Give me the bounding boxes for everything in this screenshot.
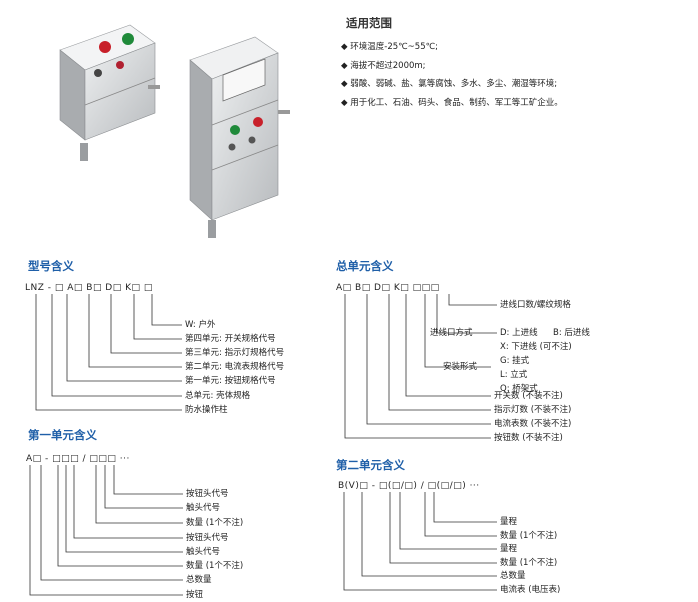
total-inlet-title: 进线口方式 — [430, 328, 473, 338]
unit1-label: 总数量 — [186, 575, 212, 585]
unit1-label: 触头代号 — [186, 503, 221, 513]
scope-title: 适用范围 — [346, 16, 392, 30]
total-mount-l: L: 立式 — [500, 370, 528, 380]
unit2-label: 电流表 (电压表) — [500, 585, 561, 595]
total-inlet-x: X: 下进线 (可不注) — [500, 342, 572, 352]
unit1-label: 按钮 — [186, 590, 204, 600]
total-thread: 进线口数/螺纹规格 — [500, 300, 571, 310]
model-label: 总单元: 壳体规格 — [185, 391, 251, 401]
unit2-title: 第二单元含义 — [336, 458, 405, 472]
unit1-code: A□ - □□□ / □□□ ··· — [26, 454, 130, 464]
model-title: 型号含义 — [28, 259, 74, 273]
unit1-label: 按钮头代号 — [186, 489, 229, 499]
scope-item: ◆ 环境温度-25℃~55℃; — [341, 42, 439, 52]
total-title: 总单元含义 — [336, 259, 394, 273]
total-mount-title: 安装形式 — [443, 362, 478, 372]
total-inlet-b: B: 后进线 — [553, 328, 590, 338]
scope-item: ◆ 用于化工、石油、码头、食品、制药、军工等工矿企业。 — [341, 97, 563, 108]
total-switch: 开关数 (不装不注) — [494, 391, 563, 401]
enclosure-small — [59, 24, 160, 161]
unit1-title: 第一单元含义 — [28, 428, 97, 442]
scope-list: ◆ 环境温度-25℃~55℃; ◆ 海拔不超过2000m; ◆ 弱酸、弱碱、盐、… — [341, 40, 563, 114]
model-label: 第二单元: 电流表规格代号 — [185, 362, 285, 372]
unit2-label: 数量 (1个不注) — [500, 531, 558, 541]
meter-icon — [222, 58, 266, 102]
model-label: 第四单元: 开关规格代号 — [185, 334, 276, 344]
model-label: 第三单元: 指示灯规格代号 — [185, 348, 285, 358]
unit2-code: B(V)□ - □(□/□) / □(□/□) ··· — [338, 481, 480, 491]
unit2-label: 量程 — [500, 517, 518, 527]
scope-item: ◆ 海拔不超过2000m; — [341, 60, 426, 71]
model-label: 防水操作柱 — [185, 405, 228, 415]
total-mount-q: Q: 桥架式 — [500, 384, 538, 394]
model-label: W: 户外 — [185, 320, 216, 330]
model-code: LNZ - □ A□ B□ D□ K□ □ — [25, 283, 153, 293]
scope-item: ◆ 弱酸、弱碱、盐、氯等腐蚀、多水、多尘、潮湿等环境; — [341, 79, 558, 89]
unit2-label: 总数量 — [500, 571, 526, 581]
unit1-label: 触头代号 — [186, 547, 221, 557]
total-meter: 电流表数 (不装不注) — [494, 419, 572, 429]
total-lamp: 指示灯数 (不装不注) — [494, 405, 572, 415]
product-image — [59, 24, 290, 238]
red-button-icon — [99, 41, 111, 53]
unit1-label: 数量 (1个不注) — [186, 518, 244, 528]
unit2-label: 数量 (1个不注) — [500, 558, 558, 568]
total-inlet-d: D: 上进线 — [500, 328, 538, 338]
unit2-label: 量程 — [500, 544, 518, 554]
total-button: 按钮数 (不装不注) — [494, 433, 563, 443]
green-button-icon — [122, 33, 134, 45]
unit1-label: 数量 (1个不注) — [186, 561, 244, 571]
total-code: A□ B□ D□ K□ □□□ — [336, 283, 440, 293]
model-label: 第一单元: 按钮规格代号 — [185, 376, 276, 386]
unit1-label: 按钮头代号 — [186, 533, 229, 543]
enclosure-large — [189, 36, 290, 238]
total-mount-g: G: 挂式 — [500, 356, 530, 366]
